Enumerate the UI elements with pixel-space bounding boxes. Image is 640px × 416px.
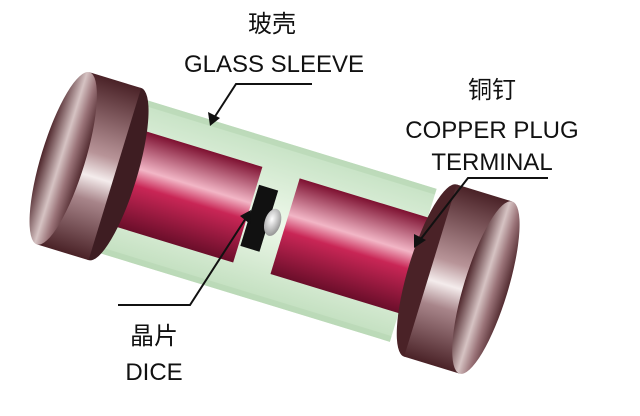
dice-leader — [118, 217, 247, 306]
glass-sleeve-arrowhead — [208, 112, 220, 126]
copper-slug-right — [270, 178, 444, 318]
glass-sleeve-label: GLASS SLEEVE — [184, 51, 364, 78]
dice-label-cn: 晶片 — [130, 322, 178, 350]
dice-arrowhead — [240, 210, 251, 224]
terminal-label: TERMINAL — [431, 149, 552, 176]
copper-plug-arrowhead — [414, 234, 426, 248]
copper-plug-label-cn: 铜钉 — [468, 76, 516, 104]
glass-sleeve-leader — [213, 83, 312, 119]
copper-plug-leader — [419, 177, 548, 241]
glass-sleeve-label-cn: 玻壳 — [248, 10, 296, 38]
solder-bead — [263, 208, 282, 236]
dice-chip — [240, 184, 279, 252]
copper-plug-left — [29, 72, 149, 261]
copper-plug-right — [396, 184, 520, 374]
leader-lines — [118, 83, 548, 306]
copper-plug-label: COPPER PLUG — [405, 117, 578, 144]
dice-label: DICE — [125, 359, 182, 386]
diode-body — [29, 72, 520, 374]
